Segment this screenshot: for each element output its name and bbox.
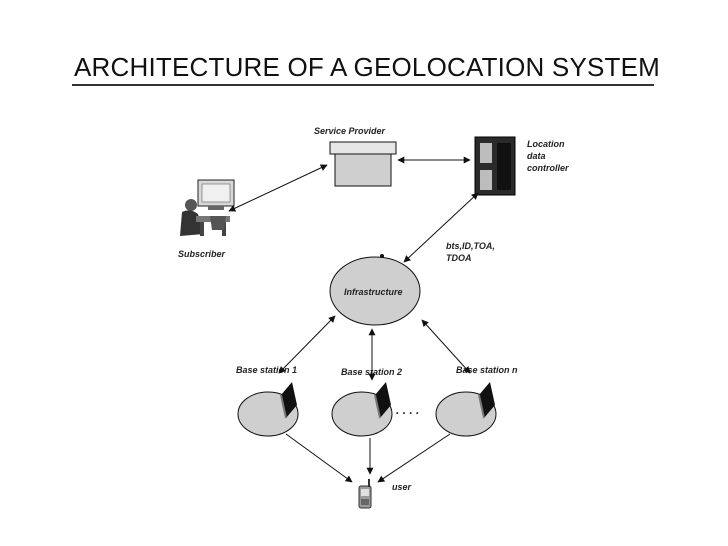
location-controller-label-1: Location <box>527 139 565 149</box>
infrastructure-controller-link <box>403 192 479 263</box>
bsn-infrastructure-link <box>421 319 471 374</box>
slide-title: ARCHITECTURE OF A GEOLOCATION SYSTEM <box>74 52 661 82</box>
service-provider-node <box>329 141 397 187</box>
subscriber-provider-link <box>228 164 328 212</box>
location-controller-label-3: controller <box>527 163 569 173</box>
title-underline <box>72 84 654 86</box>
infrastructure-dot <box>380 254 384 258</box>
infrastructure-node <box>329 256 421 326</box>
signal-info-label-1: bts,ID,TOA, <box>446 241 495 251</box>
bs1-user-link <box>285 433 353 483</box>
location-controller-server-icon <box>474 136 516 196</box>
bs1-infrastructure-link <box>278 315 336 374</box>
bsn-user-link <box>377 433 451 483</box>
base-station-1-node <box>237 382 299 437</box>
location-controller-label-2: data <box>527 151 546 161</box>
base-station-2-node <box>331 382 393 437</box>
base-station-1-label: Base station 1 <box>236 365 297 375</box>
service-provider-label: Service Provider <box>314 126 386 136</box>
infrastructure-label: Infrastructure <box>344 287 403 297</box>
user-phone-icon <box>358 479 372 509</box>
user-label: user <box>392 482 412 492</box>
signal-info-label-2: TDOA <box>446 253 472 263</box>
base-station-n-node <box>435 382 497 437</box>
subscriber-label: Subscriber <box>178 249 226 259</box>
subscriber-icon <box>180 179 235 236</box>
ellipsis-label: . . . . <box>396 403 419 417</box>
base-station-n-label: Base station n <box>456 365 518 375</box>
